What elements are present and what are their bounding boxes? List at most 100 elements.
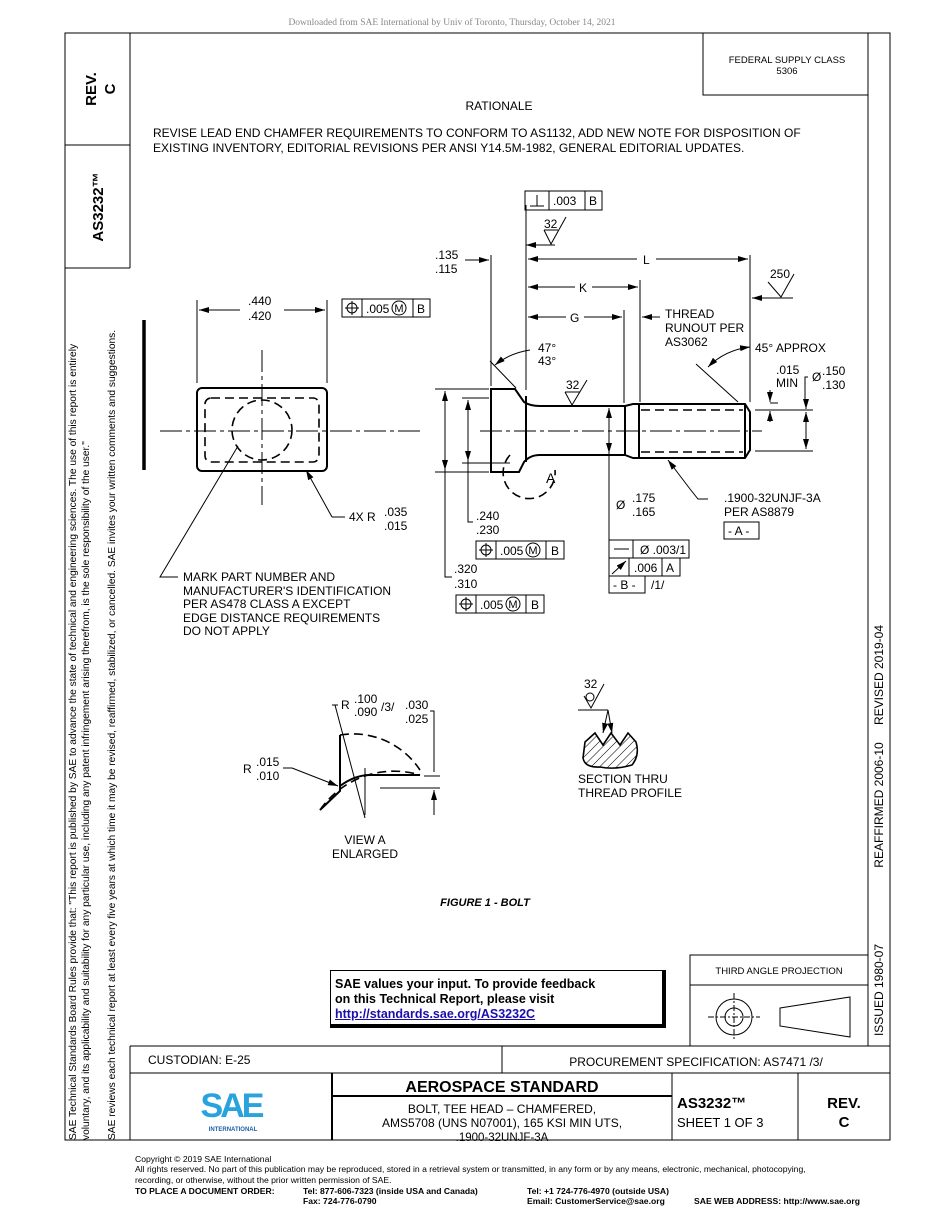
note-flag: /1/ xyxy=(651,578,665,592)
mmc-symbol: M xyxy=(508,599,517,611)
feedback-link[interactable]: http://standards.sae.org/AS3232C xyxy=(335,1007,536,1021)
position-tolerance-frame-2: .005 M B xyxy=(475,540,565,560)
finish-32-head: 32 xyxy=(544,217,558,231)
margin-notice-2: voluntary, and its applicability and sui… xyxy=(81,441,92,1140)
svg-text:INTERNATIONAL: INTERNATIONAL xyxy=(209,1127,258,1133)
chamfer-dia-max: .150 xyxy=(822,364,846,378)
chamfer-angle: 45° APPROX xyxy=(755,341,826,355)
corner-r-max: .015 xyxy=(256,755,280,769)
sae-logo: SAE INTERNATIONAL xyxy=(201,1087,267,1133)
head-thk-min: .115 xyxy=(435,262,458,276)
radius-max: .035 xyxy=(384,505,408,519)
revised-date: REVISED 2019-04 xyxy=(872,625,886,725)
projection-label: THIRD ANGLE PROJECTION xyxy=(715,966,842,977)
corner-r: R xyxy=(243,762,252,776)
title-desc-1: BOLT, TEE HEAD – CHAMFERED, xyxy=(408,1102,596,1116)
dim-k: K xyxy=(579,281,587,295)
head-h-max: .240 xyxy=(476,509,500,523)
view-caption-1: VIEW A xyxy=(344,833,385,847)
title-desc-2: AMS5708 (UNS N07001), 165 KSI MIN UTS, xyxy=(382,1116,622,1130)
mmc-symbol: M xyxy=(528,545,537,557)
datum-ref: B xyxy=(551,544,559,558)
view-caption-2: ENLARGED xyxy=(332,847,398,861)
custodian: CUSTODIAN: E-25 xyxy=(148,1053,251,1067)
corner-r-min: .010 xyxy=(256,769,280,783)
thread-section: 32 SECTION THRU THREAD PROFILE xyxy=(578,677,682,800)
finish-32-shank: 32 xyxy=(566,378,580,392)
feedback-line-1: SAE values your input. To provide feedba… xyxy=(335,977,596,991)
title-doc-number: AS3232™ xyxy=(677,1095,746,1112)
head-h-min: .230 xyxy=(476,523,500,537)
copyright: Copyright © 2019 SAE International xyxy=(135,1154,271,1164)
straightness-tol: Ø .003/1 xyxy=(640,543,686,557)
radius-min: .015 xyxy=(384,519,408,533)
title-desc-3: .1900-32UNJF-3A xyxy=(456,1132,549,1144)
datum-ref-a: A xyxy=(666,561,674,575)
datum-ref: B xyxy=(417,302,425,316)
finish-32-thread: 32 xyxy=(584,677,598,691)
bolt-side-view: .003 B 32 A .135 .115 L K G THREAD xyxy=(435,190,846,614)
head-w-min: .310 xyxy=(454,577,478,591)
pos-tol-value: .005 xyxy=(500,544,524,558)
head-w-max: .320 xyxy=(454,562,478,576)
fillet-r: R xyxy=(341,698,350,712)
section-caption-2: THREAD PROFILE xyxy=(578,786,682,800)
title-rev-value: C xyxy=(839,1114,850,1131)
thread-spec-1: .1900-32UNJF-3A xyxy=(724,491,821,505)
perpendicularity-frame: .003 B xyxy=(524,190,603,211)
title-heading: AEROSPACE STANDARD xyxy=(405,1079,598,1096)
width-min: .420 xyxy=(248,309,272,323)
width-max: .440 xyxy=(248,294,272,308)
margin-notice-1: SAE Technical Standards Board Rules prov… xyxy=(68,343,79,1140)
svg-text:SAE: SAE xyxy=(201,1087,264,1125)
title-rev-label: REV. xyxy=(827,1095,861,1112)
shank-dia-max: .175 xyxy=(632,491,656,505)
tel-us: Tel: 877-606-7323 (inside USA and Canada… xyxy=(303,1186,478,1196)
chamfer-dia-sym: Ø xyxy=(812,370,821,384)
web-address: SAE WEB ADDRESS: http://www.sae.org xyxy=(694,1196,860,1206)
mmc-symbol: M xyxy=(394,303,403,315)
rationale-title: RATIONALE xyxy=(465,99,532,113)
federal-supply-value: 5306 xyxy=(776,66,797,77)
bolt-top-view: .440 .420 .005 M B 4X R .035 .015 MARK P… xyxy=(142,294,431,638)
finish-250: 250 xyxy=(770,267,790,281)
third-angle-projection-icon xyxy=(708,993,851,1041)
doc-number-vertical: AS3232™ xyxy=(90,172,107,241)
shank-dia-min: .165 xyxy=(632,505,656,519)
mark-note-4: EDGE DISTANCE REQUIREMENTS xyxy=(183,611,380,625)
step-min: .025 xyxy=(405,712,429,726)
thread-spec-2: PER AS8879 xyxy=(724,505,794,519)
step-max: .030 xyxy=(405,698,429,712)
angle-max: 47° xyxy=(538,341,556,355)
dim-l: L xyxy=(643,253,650,267)
reaffirmed-date: REAFFIRMED 2006-10 xyxy=(872,742,886,868)
mark-note-2: MANUFACTURER'S IDENTIFICATION xyxy=(183,584,391,598)
dim-g: G xyxy=(570,311,579,325)
footer: Copyright © 2019 SAE International All r… xyxy=(135,1154,860,1206)
rights-2: recording, or otherwise, without the pri… xyxy=(135,1175,392,1185)
tel-intl: Tel: +1 724-776-4970 (outside USA) xyxy=(527,1186,669,1196)
procurement-spec: PROCUREMENT SPECIFICATION: AS7471 /3/ xyxy=(569,1055,823,1069)
rev-value-vertical: C xyxy=(102,83,119,94)
sheet-frame xyxy=(64,32,891,1141)
datum-b-tag: - B - xyxy=(613,578,636,592)
download-notice: Downloaded from SAE International by Uni… xyxy=(288,17,615,28)
angle-min: 43° xyxy=(538,354,556,368)
issued-date: ISSUED 1980-07 xyxy=(872,944,886,1036)
pos-tol-value: .005 xyxy=(366,302,390,316)
figure-caption: FIGURE 1 - BOLT xyxy=(440,897,531,909)
position-tolerance-frame-1: .005 M B xyxy=(341,298,431,318)
straightness-runout-frame: Ø .003/1 .006 A - B - /1/ xyxy=(608,539,690,594)
runout-1: THREAD xyxy=(665,307,715,321)
fillet-min: .090 xyxy=(354,705,378,719)
fillet-flag: /3/ xyxy=(381,700,395,714)
margin-notice-3: SAE reviews each technical report at lea… xyxy=(107,330,118,1140)
datum-ref: B xyxy=(589,194,597,208)
fax: Fax: 724-776-0790 xyxy=(303,1196,377,1206)
datum-a-tag: - A - xyxy=(728,524,749,538)
mark-note-5: DO NOT APPLY xyxy=(183,624,270,638)
chamfer-depth-min: MIN xyxy=(776,376,798,390)
section-caption-1: SECTION THRU xyxy=(578,772,668,786)
email: Email: CustomerService@sae.org xyxy=(527,1196,665,1206)
